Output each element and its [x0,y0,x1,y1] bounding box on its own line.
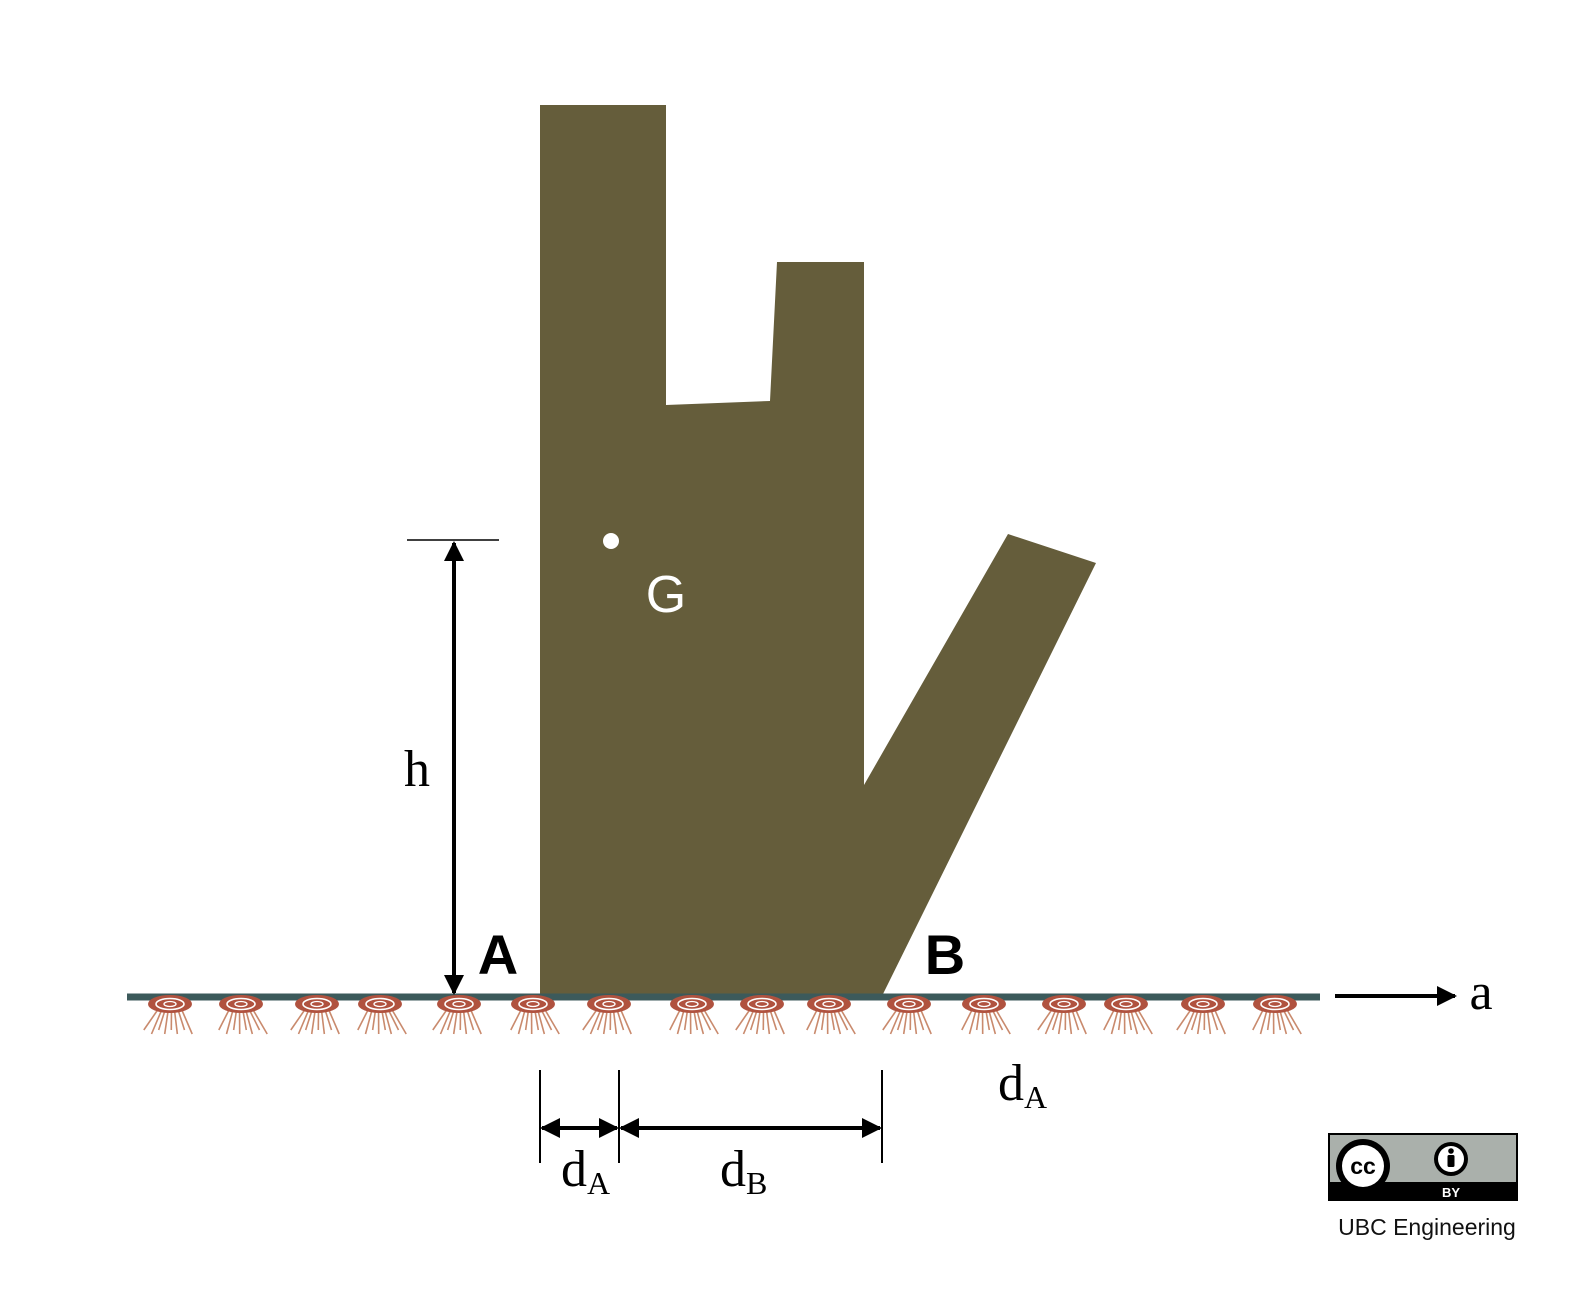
root-symbol [882,995,932,1035]
dist-b-label-sub: B [746,1165,767,1201]
dist-a-right-label: dA [998,1055,1047,1115]
root-symbol [1037,995,1087,1035]
root-symbol [510,995,560,1035]
root-symbol [669,995,719,1035]
dist-a-label-sub: A [587,1165,610,1201]
dist-b-label: dB [720,1141,767,1201]
dist-b-label-main: d [720,1141,746,1198]
root-symbol [432,995,482,1035]
dist-a-label-main: d [561,1141,587,1198]
root-symbol [735,995,785,1035]
root-symbol [290,995,340,1035]
height-label: h [404,741,430,798]
dist-a-label: dA [561,1141,610,1201]
root-symbol [961,995,1011,1035]
tree-body [540,105,1096,996]
acceleration-label: a [1469,964,1492,1021]
dist-a-right-label-sub: A [1024,1079,1047,1115]
cc-icon-text: cc [1350,1153,1376,1179]
root-symbol [218,995,268,1035]
roots-row [143,995,1302,1035]
point-b-label: B [925,923,965,986]
center-of-gravity-label: G [646,566,686,624]
root-symbol [806,995,856,1035]
root-symbol [582,995,632,1035]
root-symbol [1252,995,1302,1035]
center-of-gravity-dot [603,533,619,549]
by-text: BY [1442,1185,1460,1200]
dist-a-right-label-main: d [998,1055,1024,1112]
root-symbol [1103,995,1153,1035]
point-a-label: A [478,923,518,986]
root-symbol [143,995,193,1035]
credit-text: UBC Engineering [1338,1214,1516,1240]
root-symbol [1176,995,1226,1035]
cc-by-license-badge: cc BY [1328,1133,1518,1201]
root-symbol [357,995,407,1035]
